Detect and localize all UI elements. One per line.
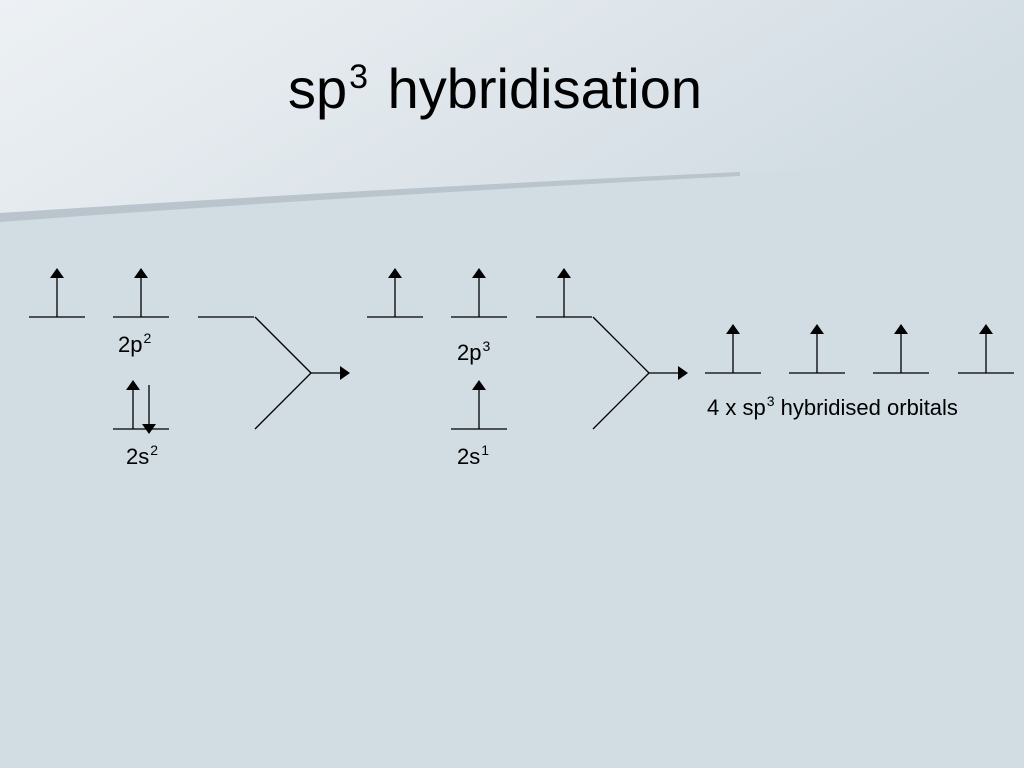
slide-title: sp3 hybridisation <box>0 56 1024 121</box>
hybrid-orbitals-label: 4 x sp3 hybridised orbitals <box>707 393 958 420</box>
transition-2-upper-branch <box>592 316 650 374</box>
excited-2p-label: 2p3 <box>457 338 491 365</box>
transition-2-lower-branch <box>592 372 650 430</box>
excited-2s-label: 2s1 <box>457 442 490 469</box>
title-superscript: 3 <box>349 58 369 96</box>
transition-1-upper-branch <box>254 316 312 374</box>
header-swoosh <box>0 172 740 222</box>
title-text: sp <box>287 57 348 120</box>
ground-2p-label: 2p2 <box>118 330 152 357</box>
title-text-rest: hybridisation <box>372 57 703 120</box>
header-band <box>0 0 1024 222</box>
transition-1-lower-branch <box>254 372 312 430</box>
ground-2s-label: 2s2 <box>126 442 159 469</box>
